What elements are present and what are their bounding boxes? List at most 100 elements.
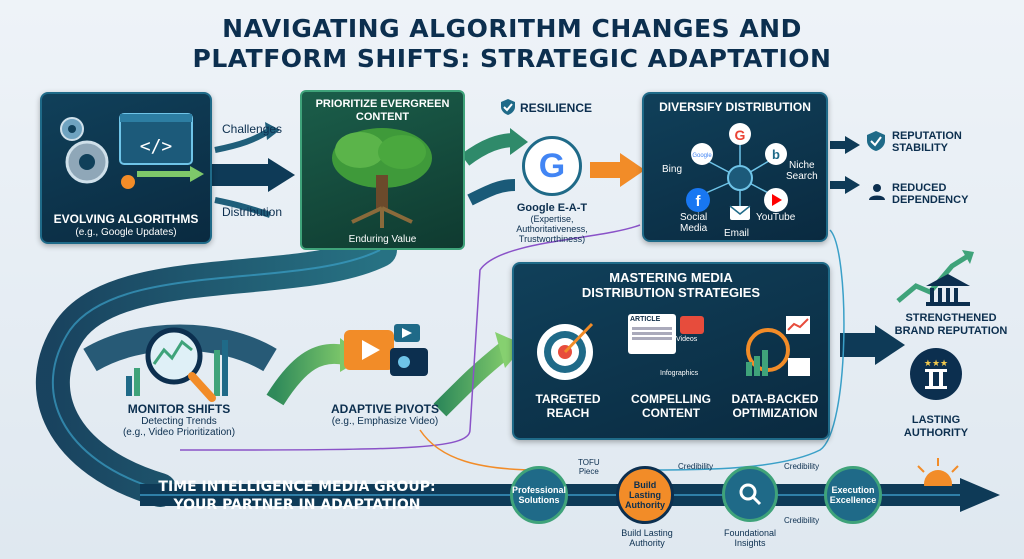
- videos-label: Videos: [676, 336, 698, 343]
- social-line-2: Media: [680, 223, 708, 234]
- reduced-line-2: DEPENDENCY: [892, 194, 969, 206]
- evergreen-caption: Enduring Value: [348, 234, 417, 245]
- distribution-network: G Google b f: [686, 123, 788, 220]
- partner-text: TIME INTELLIGENCE MEDIA GROUP: YOUR PART…: [142, 478, 452, 514]
- professional-line-1: Professional: [511, 485, 567, 495]
- targeted-line-2: REACH: [546, 406, 590, 420]
- tree-icon: [332, 128, 432, 228]
- svg-text:f: f: [696, 193, 702, 210]
- eat-sub-2: Authoritativeness,: [516, 224, 588, 234]
- reputation-line-1: REPUTATION: [892, 130, 962, 142]
- adaptive-sub: (e.g., Emphasize Video): [331, 416, 439, 427]
- monitor-title: MONITOR SHIFTS: [127, 402, 231, 416]
- mastering-title-1: MASTERING MEDIA: [609, 270, 733, 285]
- tofu-line-2: Piece: [578, 467, 599, 476]
- strengthened-line-1: STRENGTHENED: [905, 312, 997, 324]
- article-icon: ARTICLE: [628, 314, 676, 354]
- credibility-label-3: Credibility: [784, 516, 820, 525]
- magnifier-chart-icon: [126, 327, 228, 402]
- google-logo-icon: G: [522, 136, 582, 196]
- distribution-label: Distribution: [222, 205, 283, 219]
- professional-line-2: Solutions: [518, 495, 560, 505]
- svg-text:b: b: [772, 147, 780, 162]
- credibility-label-2: Credibility: [784, 462, 820, 471]
- foundational-line-2: Insights: [734, 538, 766, 548]
- build-below-2: Authority: [629, 538, 665, 548]
- data-line-1: DATA-BACKED: [731, 392, 819, 406]
- reputation-stability-label: REPUTATION STABILITY: [892, 130, 962, 154]
- adaptive-title: ADAPTIVE PIVOTS: [330, 402, 440, 416]
- people-icon: [869, 184, 885, 200]
- lasting-line-1: LASTING: [911, 414, 961, 426]
- lasting-authority-label: LASTING AUTHORITY: [886, 414, 986, 440]
- svg-text:Google: Google: [692, 153, 712, 159]
- reduced-dependency-label: REDUCED DEPENDENCY: [892, 182, 968, 206]
- niche-line-2: Search: [786, 171, 818, 182]
- evolving-label: EVOLVING ALGORITHMS: [53, 212, 199, 226]
- partner-line-1: TIME INTELLIGENCE MEDIA GROUP:: [158, 479, 436, 495]
- evolving-sub: (e.g., Google Updates): [75, 227, 177, 238]
- sunrise-icon: [917, 458, 959, 486]
- lasting-line-2: AUTHORITY: [903, 427, 969, 439]
- compelling-content-label: COMPELLING CONTENT: [618, 392, 724, 420]
- video-icon: [680, 316, 704, 334]
- credibility-label-1: Credibility: [678, 462, 714, 471]
- search-icon: [739, 483, 762, 506]
- monitor-sub: Detecting Trends (e.g., Video Prioritiza…: [104, 416, 254, 438]
- diversify-panel: DIVERSIFY DISTRIBUTION G Google b f Bing…: [642, 92, 828, 242]
- foundational-node: [722, 466, 778, 522]
- foundational-line-1: Foundational: [723, 528, 777, 538]
- title-line-1: NAVIGATING ALGORITHM CHANGES AND: [222, 14, 802, 43]
- social-media-label: Social Media: [680, 212, 707, 234]
- foundational-label: Foundational Insights: [708, 528, 792, 548]
- strengthened-line-2: BRAND REPUTATION: [894, 325, 1008, 337]
- reputation-line-2: STABILITY: [892, 142, 949, 154]
- social-line-1: Social: [680, 212, 708, 223]
- email-label: Email: [724, 228, 750, 239]
- pillar-icon: ★★★: [910, 348, 962, 400]
- strengthened-label: STRENGTHENED BRAND REPUTATION: [876, 312, 1024, 338]
- evolving-algorithms-panel: </> EVOLVING ALGORITHMS (e.g., Google Up…: [40, 92, 212, 244]
- bank-growth-icon: [896, 250, 974, 306]
- monitor-sub-2: (e.g., Video Prioritization): [122, 427, 236, 438]
- shield-icon: [867, 131, 885, 151]
- eat-sub: (Expertise, Authoritativeness, Trustwort…: [488, 214, 616, 244]
- targeted-reach-label: TARGETED REACH: [518, 392, 618, 420]
- video-camera-icon: [344, 324, 428, 376]
- build-below-1: Build Lasting: [621, 528, 673, 538]
- challenges-label: Challenges: [222, 122, 283, 136]
- youtube-label: YouTube: [756, 212, 796, 223]
- title-line-2: PLATFORM SHIFTS: STRATEGIC ADAPTATION: [192, 44, 832, 73]
- svg-text:</>: </>: [140, 136, 173, 157]
- execution-line-2: Excellence: [829, 495, 877, 505]
- page-title: NAVIGATING ALGORITHM CHANGES AND PLATFOR…: [0, 14, 1024, 74]
- targeted-line-1: TARGETED: [535, 392, 601, 406]
- eat-sub-1: (Expertise,: [530, 214, 574, 224]
- target-icon: [537, 322, 594, 380]
- build-below-label: Build Lasting Authority: [610, 528, 684, 548]
- build-line-1: Build: [633, 480, 657, 490]
- monitor-sub-1: Detecting Trends: [141, 416, 217, 427]
- niche-line-1: Niche: [789, 160, 815, 171]
- infographics-label: Infographics: [660, 370, 699, 377]
- article-label: ARTICLE: [630, 316, 661, 323]
- tofu-line-1: TOFU: [578, 458, 600, 467]
- chart-icon: [746, 316, 810, 376]
- eat-sub-3: Trustworthiness): [518, 234, 586, 244]
- shield-check-icon: [501, 99, 515, 115]
- data-line-2: OPTIMIZATION: [732, 406, 818, 420]
- partner-line-2: YOUR PARTNER IN ADAPTATION: [173, 497, 421, 513]
- mastering-panel: MASTERING MEDIA DISTRIBUTION STRATEGIES …: [512, 262, 830, 440]
- gears-code-icon: </>: [60, 113, 204, 189]
- column-icon: ★★★: [924, 358, 948, 389]
- resilience-label: RESILIENCE: [520, 101, 593, 115]
- build-line-2: Lasting: [628, 490, 661, 500]
- execution-line-1: Execution: [831, 485, 875, 495]
- data-backed-label: DATA-BACKED OPTIMIZATION: [722, 392, 828, 420]
- tofu-label: TOFU Piece: [578, 458, 600, 476]
- eat-title: Google E-A-T: [516, 202, 588, 214]
- bing-label: Bing: [662, 164, 683, 175]
